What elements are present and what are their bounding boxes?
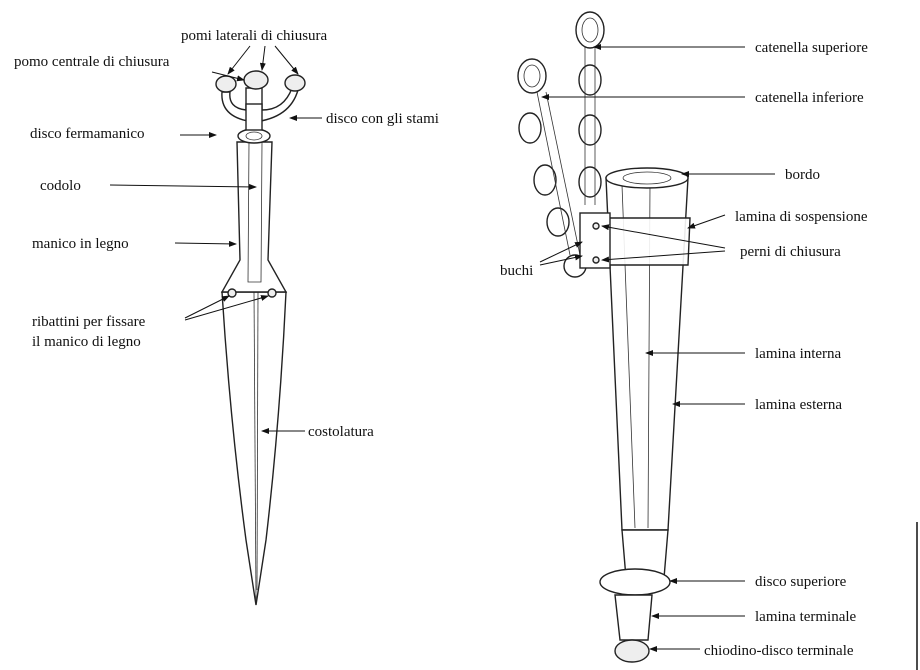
sheath-illustration [517, 11, 691, 663]
label-codolo: codolo [40, 178, 81, 194]
dagger-tang [247, 141, 263, 283]
dagger-illustration [215, 70, 306, 606]
label-ribattini-line1: ribattini per fissare [32, 314, 146, 330]
catenella-superiore [575, 11, 605, 205]
chiodino-disco-terminale [614, 639, 650, 663]
label-buchi: buchi [500, 263, 533, 279]
bordo [605, 167, 689, 189]
label-bordo: bordo [785, 167, 820, 183]
label-pomi-laterali: pomi laterali di chiusura [181, 28, 328, 44]
perno-lower [592, 256, 600, 264]
pomo-laterale-right [284, 74, 306, 92]
rivet-left [227, 288, 237, 298]
pomo-laterale-left [215, 75, 237, 93]
label-disco-stami: disco con gli stami [326, 111, 439, 127]
disco-fermamanico [237, 128, 271, 144]
perno-upper [592, 222, 600, 230]
pomo-centrale [243, 70, 269, 90]
label-ribattini-line2: il manico di legno [32, 334, 141, 350]
label-lamina-terminale: lamina terminale [755, 609, 857, 625]
dagger-midrib [253, 291, 257, 601]
disco-superiore [599, 568, 671, 596]
lamina-sospensione [603, 217, 691, 266]
sheath-annotations: catenella superiore catenella inferiore … [500, 40, 868, 659]
label-disco-fermamanico: disco fermamanico [30, 126, 145, 142]
label-costolatura: costolatura [308, 424, 374, 440]
label-catenella-superiore: catenella superiore [755, 40, 868, 56]
label-perni: perni di chiusura [740, 244, 841, 260]
label-lamina-sospensione: lamina di sospensione [735, 209, 868, 225]
catenella-inferiore [517, 58, 587, 278]
lamina-terminale [614, 594, 653, 641]
label-lamina-esterna: lamina esterna [755, 397, 842, 413]
label-manico: manico in legno [32, 236, 129, 252]
label-chiodino: chiodino-disco terminale [704, 643, 854, 659]
label-catenella-inferiore: catenella inferiore [755, 90, 864, 106]
label-pomo-centrale: pomo centrale di chiusura [14, 54, 170, 70]
label-lamina-interna: lamina interna [755, 346, 842, 362]
label-disco-superiore: disco superiore [755, 574, 847, 590]
rivet-right [267, 288, 277, 298]
dagger-annotations: pomi laterali di chiusura pomo centrale … [14, 28, 439, 440]
dagger-blade [221, 291, 287, 606]
dagger-handle [220, 141, 288, 293]
